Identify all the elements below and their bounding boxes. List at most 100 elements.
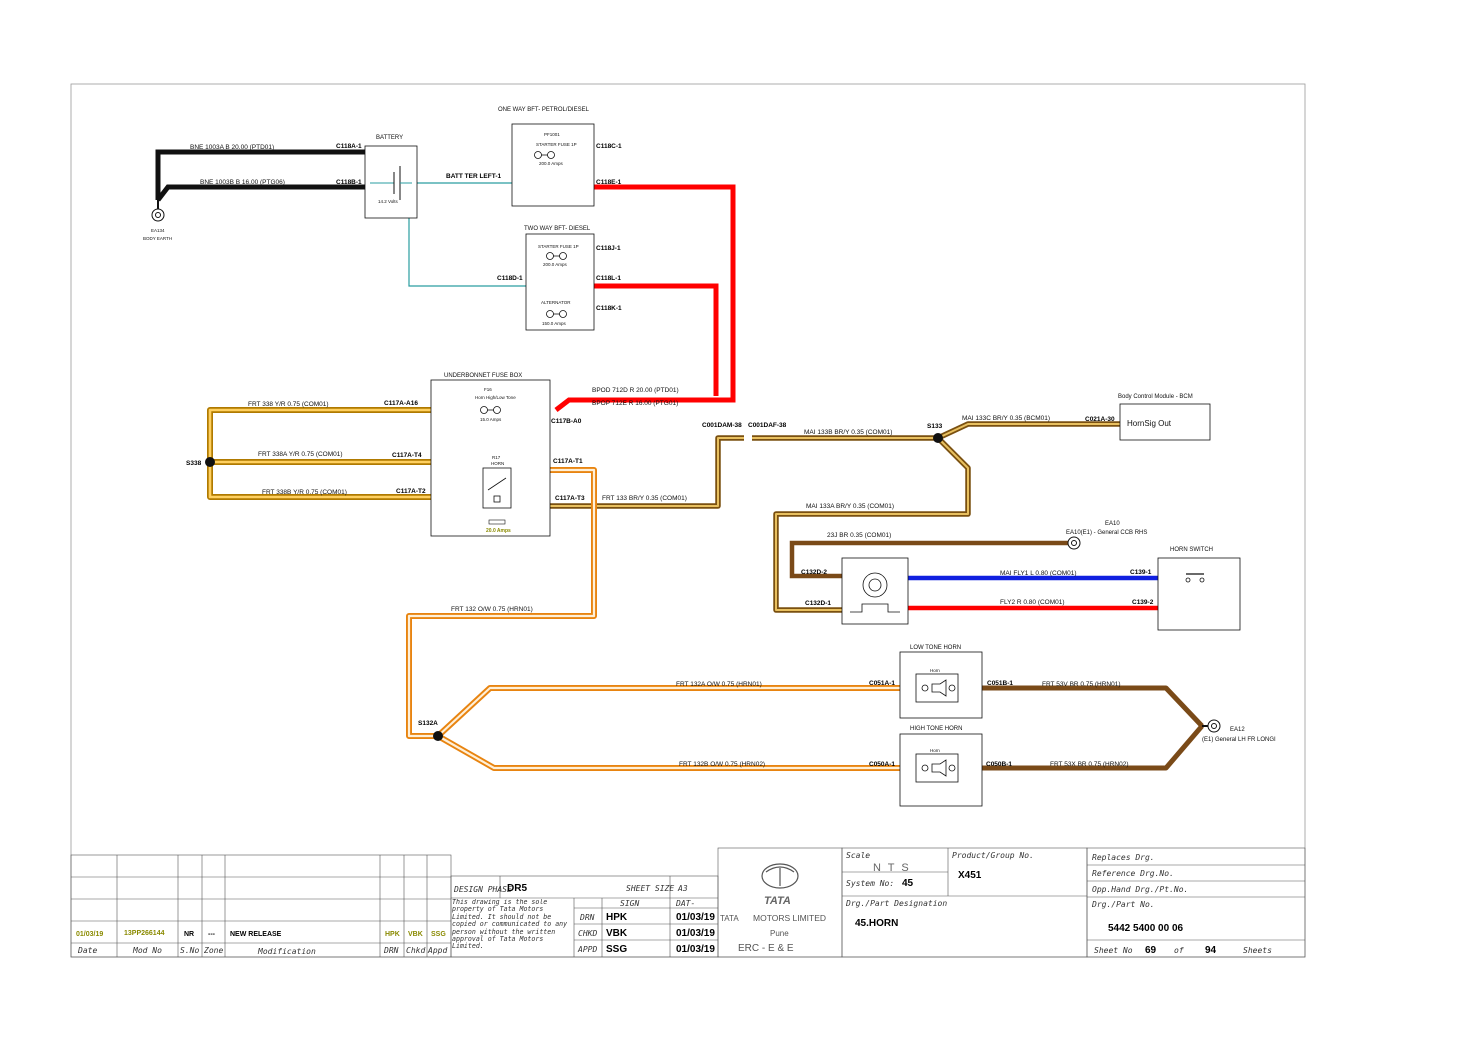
property-note: This drawing is the sole property of Tat… (452, 899, 568, 951)
brown-yellow-wires (550, 421, 1120, 613)
conn-c051a1: C051A-1 (869, 680, 895, 687)
conn-c001dam: C001DAM-38 (702, 422, 742, 429)
rev-date: 01/03/19 (76, 931, 103, 938)
wire-label-w7: FRT 338B Y/R 0.75 (COM01) (262, 489, 347, 496)
conn-c118c1: C118C-1 (596, 143, 622, 150)
sheets-label: Sheets (1243, 946, 1272, 955)
part-no-label: Drg./Part No. (1091, 900, 1155, 909)
conn-c050a1: C050A-1 (869, 761, 895, 768)
conn-c117at4: C117A-T4 (392, 452, 422, 459)
wire-label-w6: FRT 338A Y/R 0.75 (COM01) (258, 451, 343, 458)
product-label: Product/Group No. (952, 851, 1034, 860)
horn-switch-title: HORN SWITCH (1170, 547, 1213, 553)
clock-spring-box (841, 557, 909, 625)
earth-symbol-ea134 (151, 200, 165, 222)
low-tone-horn-box (899, 651, 983, 719)
wire-label-w10: MAI 133C BR/Y 0.35 (BCM01) (962, 415, 1050, 422)
one-way-fuse-name: STARTER FUSE 1P (536, 142, 577, 147)
wire-label-w1: BNE 1003A B 20.00 (PTD01) (190, 144, 274, 151)
two-way-fuse2-rating: 150.0 Amps (542, 321, 567, 326)
wire-label-w3: BPOD 712D R 20.00 (PTD01) (592, 387, 679, 394)
two-way-fuse2-name: ALTERNATOR (541, 300, 571, 305)
power-wires (554, 184, 736, 412)
conn-c117at2: C117A-T2 (396, 488, 426, 495)
bcm-box (1119, 403, 1211, 441)
drn-date: 01/03/19 (676, 912, 715, 923)
one-way-bft-title: ONE WAY BFT- PETROL/DIESEL (498, 107, 590, 113)
wire-label-w4: BPOP 712E R 16.00 (PTG01) (592, 400, 678, 407)
system-no-label: System No: (846, 879, 894, 888)
wire-label-w2: BNE 1003B B 16.00 (PTG06) (200, 179, 285, 186)
wire-label-w17: FRT 132B O/W 0.75 (HRN02) (679, 761, 765, 768)
conn-c118j1: C118J-1 (596, 245, 621, 252)
underbonnet-fuse-box (430, 379, 551, 537)
two-way-fuse1-name: STARTER FUSE 1P (538, 244, 579, 249)
design-phase: DR5 (507, 883, 527, 894)
conn-c118e1: C118E-1 (596, 179, 622, 186)
company-city: Pune (770, 929, 789, 938)
conn-c118l1: C118L-1 (596, 275, 621, 282)
conn-c001daf: C001DAF-38 (748, 422, 787, 429)
title-block (70, 847, 1306, 958)
conn-c118d1: C118D-1 (497, 275, 523, 282)
hdr-mod: Modification (257, 947, 316, 956)
conn-c118k1: C118K-1 (596, 305, 622, 312)
conn-c1392: C139-2 (1132, 599, 1154, 606)
low-horn-inner: Horn (930, 668, 940, 673)
earth-symbol-ea10 (1067, 536, 1081, 550)
rev-zone: --- (208, 931, 216, 938)
wire-label-w16: FRT 132A O/W 0.75 (HRN01) (676, 681, 762, 688)
one-way-fuse-rating: 200.0 Amps (539, 161, 564, 166)
bcm-pin: HornSig Out (1127, 419, 1172, 428)
ubfb-fuse-id: F16 (484, 387, 492, 392)
ubfb-relay-rating: 20.0 Amps (486, 528, 511, 534)
ea134-id: EA134 (151, 228, 165, 233)
bcm-title: Body Control Module - BCM (1118, 394, 1193, 400)
ubfb-fuse-name: Horn High/Low Tone (475, 395, 516, 400)
ea10-label: EA10(E1) - General CCB RHS (1066, 530, 1147, 536)
of-label: of (1174, 946, 1184, 955)
sheet-size-label: SHEET SIZE (626, 884, 674, 893)
conn-s132a: S132A (418, 720, 438, 727)
conn-c117a16: C117A-A16 (384, 400, 418, 407)
conn-c118a1: C118A-1 (336, 143, 362, 150)
high-tone-horn-box (899, 733, 983, 807)
ubfb-relay-id: R17 (492, 455, 501, 460)
conn-c1391: C139-1 (1130, 569, 1152, 576)
sign-label: SIGN (620, 899, 639, 908)
wire-label-w12: 23J BR 0.35 (COM01) (827, 532, 891, 539)
splice-s132a (433, 731, 443, 741)
wire-label-w13: MAI FLY1 L 0.80 (COM01) (1000, 570, 1077, 577)
wire-label-w14: FLY2 R 0.80 (COM01) (1000, 599, 1065, 606)
drawing-frame (70, 83, 1306, 958)
wire-label-w8: FRT 133 BR/Y 0.35 (COM01) (602, 495, 687, 502)
ea12-id: EA12 (1230, 727, 1245, 733)
opp-label: Opp.Hand Drg./Pt.No. (1092, 885, 1188, 894)
appd-sign: SSG (606, 944, 627, 955)
splice-s133 (933, 433, 943, 443)
splice-s338 (205, 457, 215, 467)
earth-symbol-ea12 (1202, 719, 1221, 733)
earth-wires (155, 149, 365, 202)
tata-logo-icon (761, 863, 799, 889)
conn-c117at1: C117A-T1 (553, 458, 583, 465)
conn-c050b1: C050B-1 (986, 761, 1012, 768)
two-way-bft-box (525, 233, 595, 331)
ea10-id: EA10 (1105, 521, 1120, 527)
hdr-appd: Appd (427, 946, 447, 955)
designation-value: 45.HORN (855, 918, 898, 929)
sheet-no: 69 (1145, 945, 1157, 956)
conn-c118b1: C118B-1 (336, 179, 362, 186)
rev-drn: HPK (385, 931, 400, 938)
chkd-date: 01/03/19 (676, 928, 715, 939)
total-sheets: 94 (1205, 945, 1217, 956)
low-horn-title: LOW TONE HORN (910, 645, 961, 651)
rev-sno: NR (184, 931, 194, 938)
part-no: 5442 5400 00 06 (1108, 923, 1184, 934)
wire-label-w11: MAI 133A BR/Y 0.35 (COM01) (806, 503, 894, 510)
sheet-no-label: Sheet No (1094, 946, 1133, 955)
wire-label-w18: FRT 53V BR 0.75 (HRN01) (1042, 681, 1121, 688)
wire-label-w5: FRT 338 Y/R 0.75 (COM01) (248, 401, 329, 408)
hdr-mod-no: Mod No (132, 946, 162, 955)
hdr-date: Date (77, 946, 97, 955)
